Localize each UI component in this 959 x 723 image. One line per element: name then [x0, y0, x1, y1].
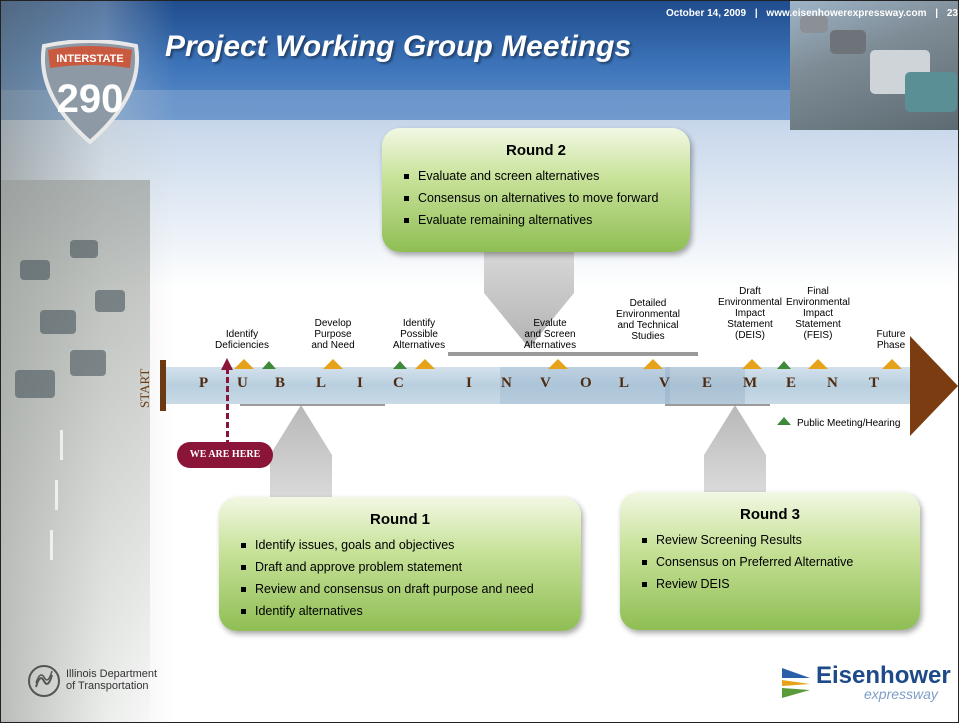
eisenhower-name: Eisenhower — [816, 662, 951, 689]
slide-date: October 14, 2009 — [666, 8, 747, 19]
legend: Public Meeting/Hearing — [777, 417, 901, 429]
list-item: Evaluate remaining alternatives — [404, 209, 690, 231]
timeline-letter: C — [393, 375, 404, 391]
website-link[interactable]: www.eisenhowerexpressway.com — [766, 8, 927, 19]
left-road-photo — [0, 180, 150, 720]
milestone-marker — [234, 359, 254, 369]
milestone-label: Future Phase — [876, 329, 906, 351]
start-label: START — [137, 368, 152, 409]
milestone-label: Develop Purpose and Need — [311, 318, 355, 351]
list-item: Review and consensus on draft purpose an… — [241, 578, 581, 600]
timeline-letter: L — [316, 375, 327, 391]
timeline-letter: E — [786, 375, 797, 391]
round-1-list: Identify issues, goals and objectives Dr… — [219, 534, 581, 622]
traffic-photo — [790, 0, 959, 130]
interstate-290-shield: INTERSTATE 290 — [41, 40, 139, 145]
you-are-here-line — [226, 368, 229, 446]
list-item: Identify issues, goals and objectives — [241, 534, 581, 556]
round-3-list: Review Screening Results Consensus on Pr… — [620, 529, 920, 595]
milestone-marker — [323, 359, 343, 369]
public-meeting-marker — [777, 361, 791, 369]
you-are-here-arrow — [221, 358, 233, 370]
round2-pointer-arrow — [484, 248, 574, 348]
round-2-list: Evaluate and screen alternatives Consens… — [382, 165, 690, 231]
timeline-divider — [448, 352, 698, 356]
milestone-marker — [808, 359, 828, 369]
round-2-title: Round 2 — [506, 142, 566, 159]
public-meeting-marker — [393, 361, 407, 369]
list-item: Identify alternatives — [241, 600, 581, 622]
page-number: 23 — [946, 8, 958, 19]
timeline-letter: M — [743, 375, 758, 391]
milestone-label: Final Environmental Impact Statement (FE… — [786, 286, 850, 341]
round-3-box: Round 3 Review Screening Results Consens… — [620, 492, 920, 630]
milestone-label: Identify Deficiencies — [215, 329, 269, 351]
timeline-letter: T — [869, 375, 880, 391]
milestone-label: Evalute and Screen Alternatives — [523, 318, 577, 351]
round-2-box: Round 2 Evaluate and screen alternatives… — [382, 128, 690, 252]
timeline-end-arrow — [910, 336, 958, 436]
separator: | — [754, 8, 758, 19]
timeline-letter: E — [702, 375, 713, 391]
round-1-title: Round 1 — [370, 511, 430, 528]
timeline-letter: B — [275, 375, 286, 391]
list-item: Draft and approve problem statement — [241, 556, 581, 578]
round-1-box: Round 1 Identify issues, goals and objec… — [219, 497, 581, 631]
page-title: Project Working Group Meetings — [165, 30, 632, 63]
round-3-title: Round 3 — [740, 506, 800, 523]
timeline-letter: P — [199, 375, 209, 391]
legend-label: Public Meeting/Hearing — [797, 418, 901, 429]
list-item: Consensus on Preferred Alternative — [642, 551, 920, 573]
public-meeting-marker — [262, 361, 276, 369]
list-item: Review DEIS — [642, 573, 920, 595]
timeline-letter: O — [580, 375, 592, 391]
list-item: Evaluate and screen alternatives — [404, 165, 690, 187]
shield-label: INTERSTATE — [56, 53, 123, 65]
timeline-letter: I — [357, 375, 363, 391]
milestone-label: Draft Environmental Impact Statement (DE… — [718, 286, 782, 341]
list-item: Consensus on alternatives to move forwar… — [404, 187, 690, 209]
milestone-marker — [548, 359, 568, 369]
timeline-letter: U — [237, 375, 248, 391]
milestone-marker — [882, 359, 902, 369]
idot-logo: Illinois Department of Transportation — [28, 663, 198, 703]
timeline-divider — [240, 402, 385, 406]
timeline-divider — [665, 402, 770, 406]
milestone-marker — [742, 359, 762, 369]
public-involvement-timeline — [160, 367, 912, 404]
eisenhower-mark-icon — [782, 668, 810, 698]
timeline-letter: N — [501, 375, 512, 391]
round3-pointer-arrow — [704, 405, 766, 497]
eisenhower-logo: Eisenhower expressway — [780, 662, 951, 704]
you-are-here-badge: WE ARE HERE — [177, 442, 273, 468]
milestone-label: Detailed Environmental and Technical Stu… — [616, 298, 680, 342]
idot-seal-icon — [28, 665, 60, 697]
timeline-letter: L — [619, 375, 630, 391]
milestone-marker — [415, 359, 435, 369]
list-item: Review Screening Results — [642, 529, 920, 551]
timeline-letter: V — [659, 375, 670, 391]
milestone-marker — [643, 359, 663, 369]
timeline-letter: V — [540, 375, 551, 391]
separator: | — [935, 8, 939, 19]
idot-name: Illinois Department of Transportation — [66, 668, 158, 692]
slide-meta-bar: October 14, 2009 | www.eisenhowerexpress… — [660, 8, 958, 24]
legend-green-triangle-icon — [777, 417, 791, 426]
timeline-start-cap — [160, 360, 166, 411]
milestone-label: Identify Possible Alternatives — [392, 318, 446, 351]
timeline-letter: I — [466, 375, 472, 391]
round1-pointer-arrow — [270, 405, 332, 505]
shield-number: 290 — [57, 77, 124, 121]
eisenhower-subtitle: expressway — [864, 686, 938, 702]
timeline-letter: N — [827, 375, 838, 391]
